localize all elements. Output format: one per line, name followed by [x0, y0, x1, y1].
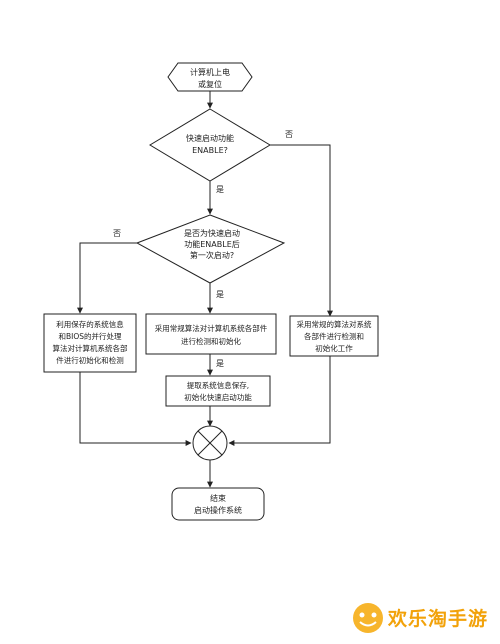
box-left-line2: 和BIOS的并行处理: [58, 331, 122, 341]
box-mid-line1: 采用常规算法对计算机系统各部件: [155, 323, 268, 333]
watermark-logo-icon: [353, 603, 383, 633]
decision2-line3: 第一次启动?: [190, 250, 234, 260]
decision2-line2: 功能ENABLE后: [184, 239, 240, 249]
decision-fast-boot-enabled: [149, 108, 271, 182]
box-mid-line2: 进行检测和初始化: [181, 336, 241, 346]
connector: [228, 356, 331, 446]
start-node: [167, 62, 253, 92]
d1-no-label: 否: [285, 130, 293, 139]
box-left-line3: 算法对计算机系统各部: [53, 343, 128, 353]
decision1-line2: ENABLE?: [192, 146, 228, 155]
end-node: [171, 487, 265, 521]
connector: [79, 372, 192, 446]
d1-yes-label: 是: [216, 185, 224, 194]
merge-junction: [192, 425, 228, 461]
start-label-line1: 计算机上电: [190, 67, 230, 77]
decision1-line1: 快速启动功能: [186, 133, 234, 143]
box-save-line1: 提取系统信息保存,: [187, 380, 249, 390]
box-right-line3: 初始化工作: [315, 343, 353, 353]
mid-yes-label: 是: [216, 359, 224, 368]
d2-yes-label: 是: [216, 290, 224, 299]
connector: [270, 144, 333, 317]
end-line2: 启动操作系统: [194, 505, 242, 515]
decision2-line1: 是否为快速启动: [184, 228, 240, 238]
box-left-line4: 件进行初始化和检测: [56, 355, 124, 365]
box-save-line2: 初始化快速启动功能: [184, 392, 252, 402]
connector: [77, 242, 137, 314]
process-box-regular-init: [145, 313, 277, 355]
end-line1: 结束: [210, 493, 226, 503]
d2-no-label: 否: [113, 229, 121, 238]
start-label-line2: 或复位: [198, 79, 222, 89]
box-right-line2: 各部件进行检测和: [304, 331, 364, 341]
box-right-line1: 采用常规的算法对系统: [297, 319, 372, 329]
decision-first-boot-after-enable: [135, 214, 286, 284]
process-box-fast-init: [43, 313, 137, 373]
watermark-text: 欢乐淘手游: [388, 608, 489, 630]
box-left-line1: 利用保存的系统信息: [56, 319, 124, 329]
process-box-regular-init-right: [289, 315, 379, 357]
process-box-save-info: [165, 375, 271, 407]
